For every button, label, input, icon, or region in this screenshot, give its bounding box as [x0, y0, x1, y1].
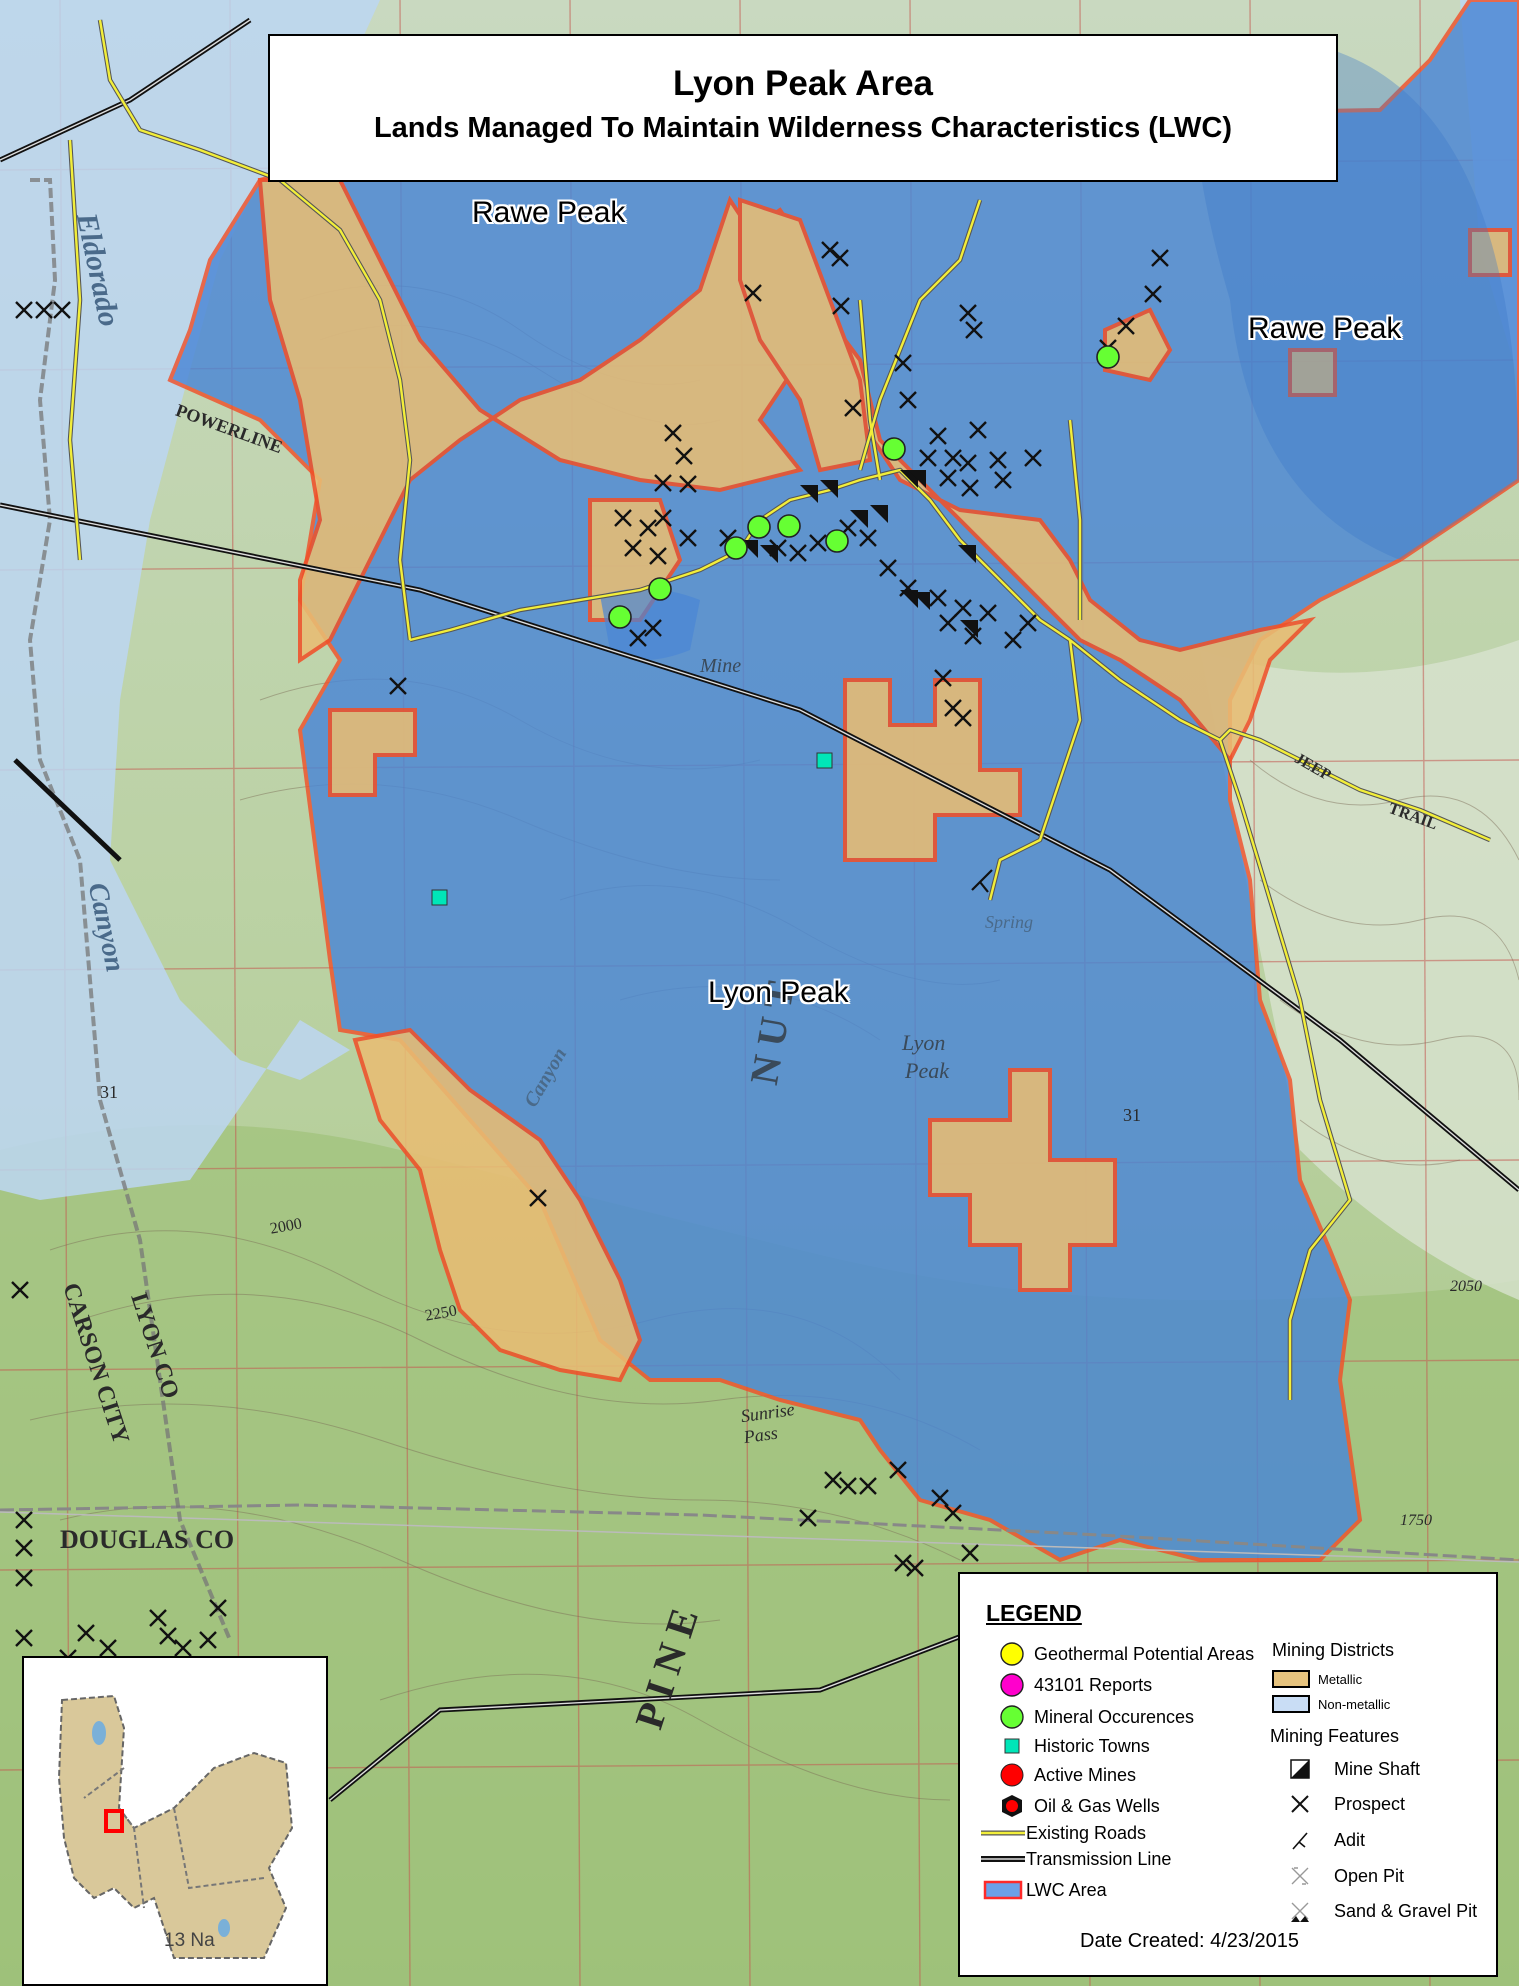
legend-item-prospect: Prospect: [1278, 1789, 1405, 1819]
mineral-icon: [1000, 1705, 1024, 1729]
label-lyon-peak: Lyon Peak: [708, 976, 849, 1009]
label-elev-2050: 2050: [1450, 1278, 1482, 1295]
road-icon: [981, 1830, 1025, 1836]
legend-item-oil-gas: Oil & Gas Wells: [990, 1791, 1160, 1821]
date-created: Date Created: 4/23/2015: [1080, 1930, 1300, 1952]
inset-locator-map: 13 Na: [22, 1656, 328, 1986]
open-pit-icon: [1291, 1867, 1309, 1885]
county-boundary: [27, 178, 232, 1641]
transmission-line-icon: [981, 1856, 1025, 1862]
geothermal-icon: [1000, 1642, 1024, 1666]
legend-item-metallic: Metallic: [1272, 1664, 1362, 1694]
legend-label-geothermal: Geothermal Potential Areas: [1034, 1643, 1255, 1664]
legend-item-lwc: LWC Area: [980, 1875, 1107, 1905]
legend-item-open-pit: Open Pit: [1278, 1861, 1404, 1891]
legend-label-non-metallic: Non-metallic: [1318, 1696, 1391, 1712]
inset-map-svg: [57, 1694, 294, 1959]
label-elev-1750: 1750: [1400, 1512, 1432, 1529]
legend-item-historic-towns: Historic Towns: [990, 1731, 1150, 1761]
metallic-swatch: [1272, 1670, 1310, 1688]
legend-label-transmission: Transmission Line: [1026, 1848, 1172, 1869]
legend-label-metallic: Metallic: [1318, 1671, 1363, 1687]
legend-label-prospect: Prospect: [1334, 1793, 1406, 1814]
legend-label-oil-gas: Oil & Gas Wells: [1034, 1795, 1160, 1816]
report-icon: [1000, 1673, 1024, 1697]
legend-label-mineral: Mineral Occurences: [1034, 1706, 1195, 1727]
mineral-occurrence-marks: [608, 345, 1120, 629]
legend-panel: LEGEND Geothermal Potential Areas 43101 …: [958, 1572, 1498, 1977]
legend-item-sand-gravel: Sand & Gravel Pit: [1278, 1896, 1477, 1926]
non-metallic-swatch: [1272, 1695, 1310, 1713]
legend-item-mine-shaft: Mine Shaft: [1278, 1754, 1420, 1784]
label-section-31-east: 31: [1123, 1105, 1141, 1125]
legend-label-43101: 43101 Reports: [1034, 1674, 1153, 1695]
prospect-marks: [11, 241, 1169, 1667]
label-rawe-peak-east: Rawe Peak: [1248, 312, 1402, 345]
label-peak-topo: Peak: [905, 1058, 949, 1083]
oil-gas-well-icon: [1002, 1795, 1022, 1817]
legend-mining-districts-heading: Mining Districts: [1272, 1640, 1395, 1660]
inset-text: 13 Na: [164, 1930, 215, 1951]
map-subtitle: Lands Managed To Maintain Wilderness Cha…: [373, 112, 1233, 144]
legend-item-geothermal: Geothermal Potential Areas: [990, 1639, 1254, 1669]
terrain-east-hills: [1200, 640, 1519, 1300]
legend-item-mineral: Mineral Occurences: [990, 1702, 1194, 1732]
legend-label-mine-shaft: Mine Shaft: [1334, 1758, 1421, 1779]
legend-item-roads: Existing Roads: [980, 1818, 1146, 1848]
legend-mining-features-heading: Mining Features: [1270, 1726, 1400, 1746]
transmission-lines-inner: [0, 19, 1519, 1801]
prospect-icon: [1291, 1795, 1309, 1813]
legend-label-roads: Existing Roads: [1026, 1822, 1147, 1843]
lwc-area-icon: [983, 1880, 1023, 1900]
historic-town-marks: [431, 752, 833, 906]
legend-label-historic-towns: Historic Towns: [1034, 1735, 1150, 1756]
active-mine-icon: [1000, 1763, 1024, 1787]
title-box: Lyon Peak Area Lands Managed To Maintain…: [268, 34, 1338, 182]
label-rawe-peak-north: Rawe Peak: [472, 196, 626, 229]
adit-icon: [1292, 1832, 1308, 1850]
legend-label-adit: Adit: [1334, 1829, 1366, 1850]
sand-gravel-pit-icon: [1291, 1902, 1309, 1922]
legend-item-non-metallic: Non-metallic: [1272, 1689, 1390, 1719]
metallic-districts: [257, 178, 1512, 1383]
boundary-lines: [0, 1503, 1519, 1563]
label-douglas-co: DOUGLAS CO: [60, 1525, 235, 1554]
legend-label-sand-gravel: Sand & Gravel Pit: [1334, 1900, 1478, 1921]
legend-label-lwc: LWC Area: [1026, 1879, 1107, 1900]
mine-shaft-icon: [1290, 1759, 1310, 1779]
legend-item-43101: 43101 Reports: [990, 1670, 1152, 1700]
legend-item-active-mines: Active Mines: [990, 1760, 1136, 1790]
mine-shaft-marks: [740, 470, 978, 638]
legend-item-adit: Adit: [1278, 1825, 1365, 1855]
legend-label-active-mines: Active Mines: [1034, 1764, 1137, 1785]
label-lyon-topo: Lyon: [902, 1030, 946, 1055]
legend-item-transmission: Transmission Line: [980, 1844, 1171, 1874]
legend-label-open-pit: Open Pit: [1334, 1865, 1405, 1886]
legend-title: LEGEND: [986, 1600, 1082, 1626]
historic-town-icon: [1004, 1738, 1020, 1754]
map-title: Lyon Peak Area: [672, 64, 934, 103]
label-spring: Spring: [985, 912, 1034, 932]
label-mine: Mine: [700, 655, 742, 677]
adit-mark: [971, 869, 993, 893]
label-section-31-west: 31: [100, 1082, 118, 1102]
